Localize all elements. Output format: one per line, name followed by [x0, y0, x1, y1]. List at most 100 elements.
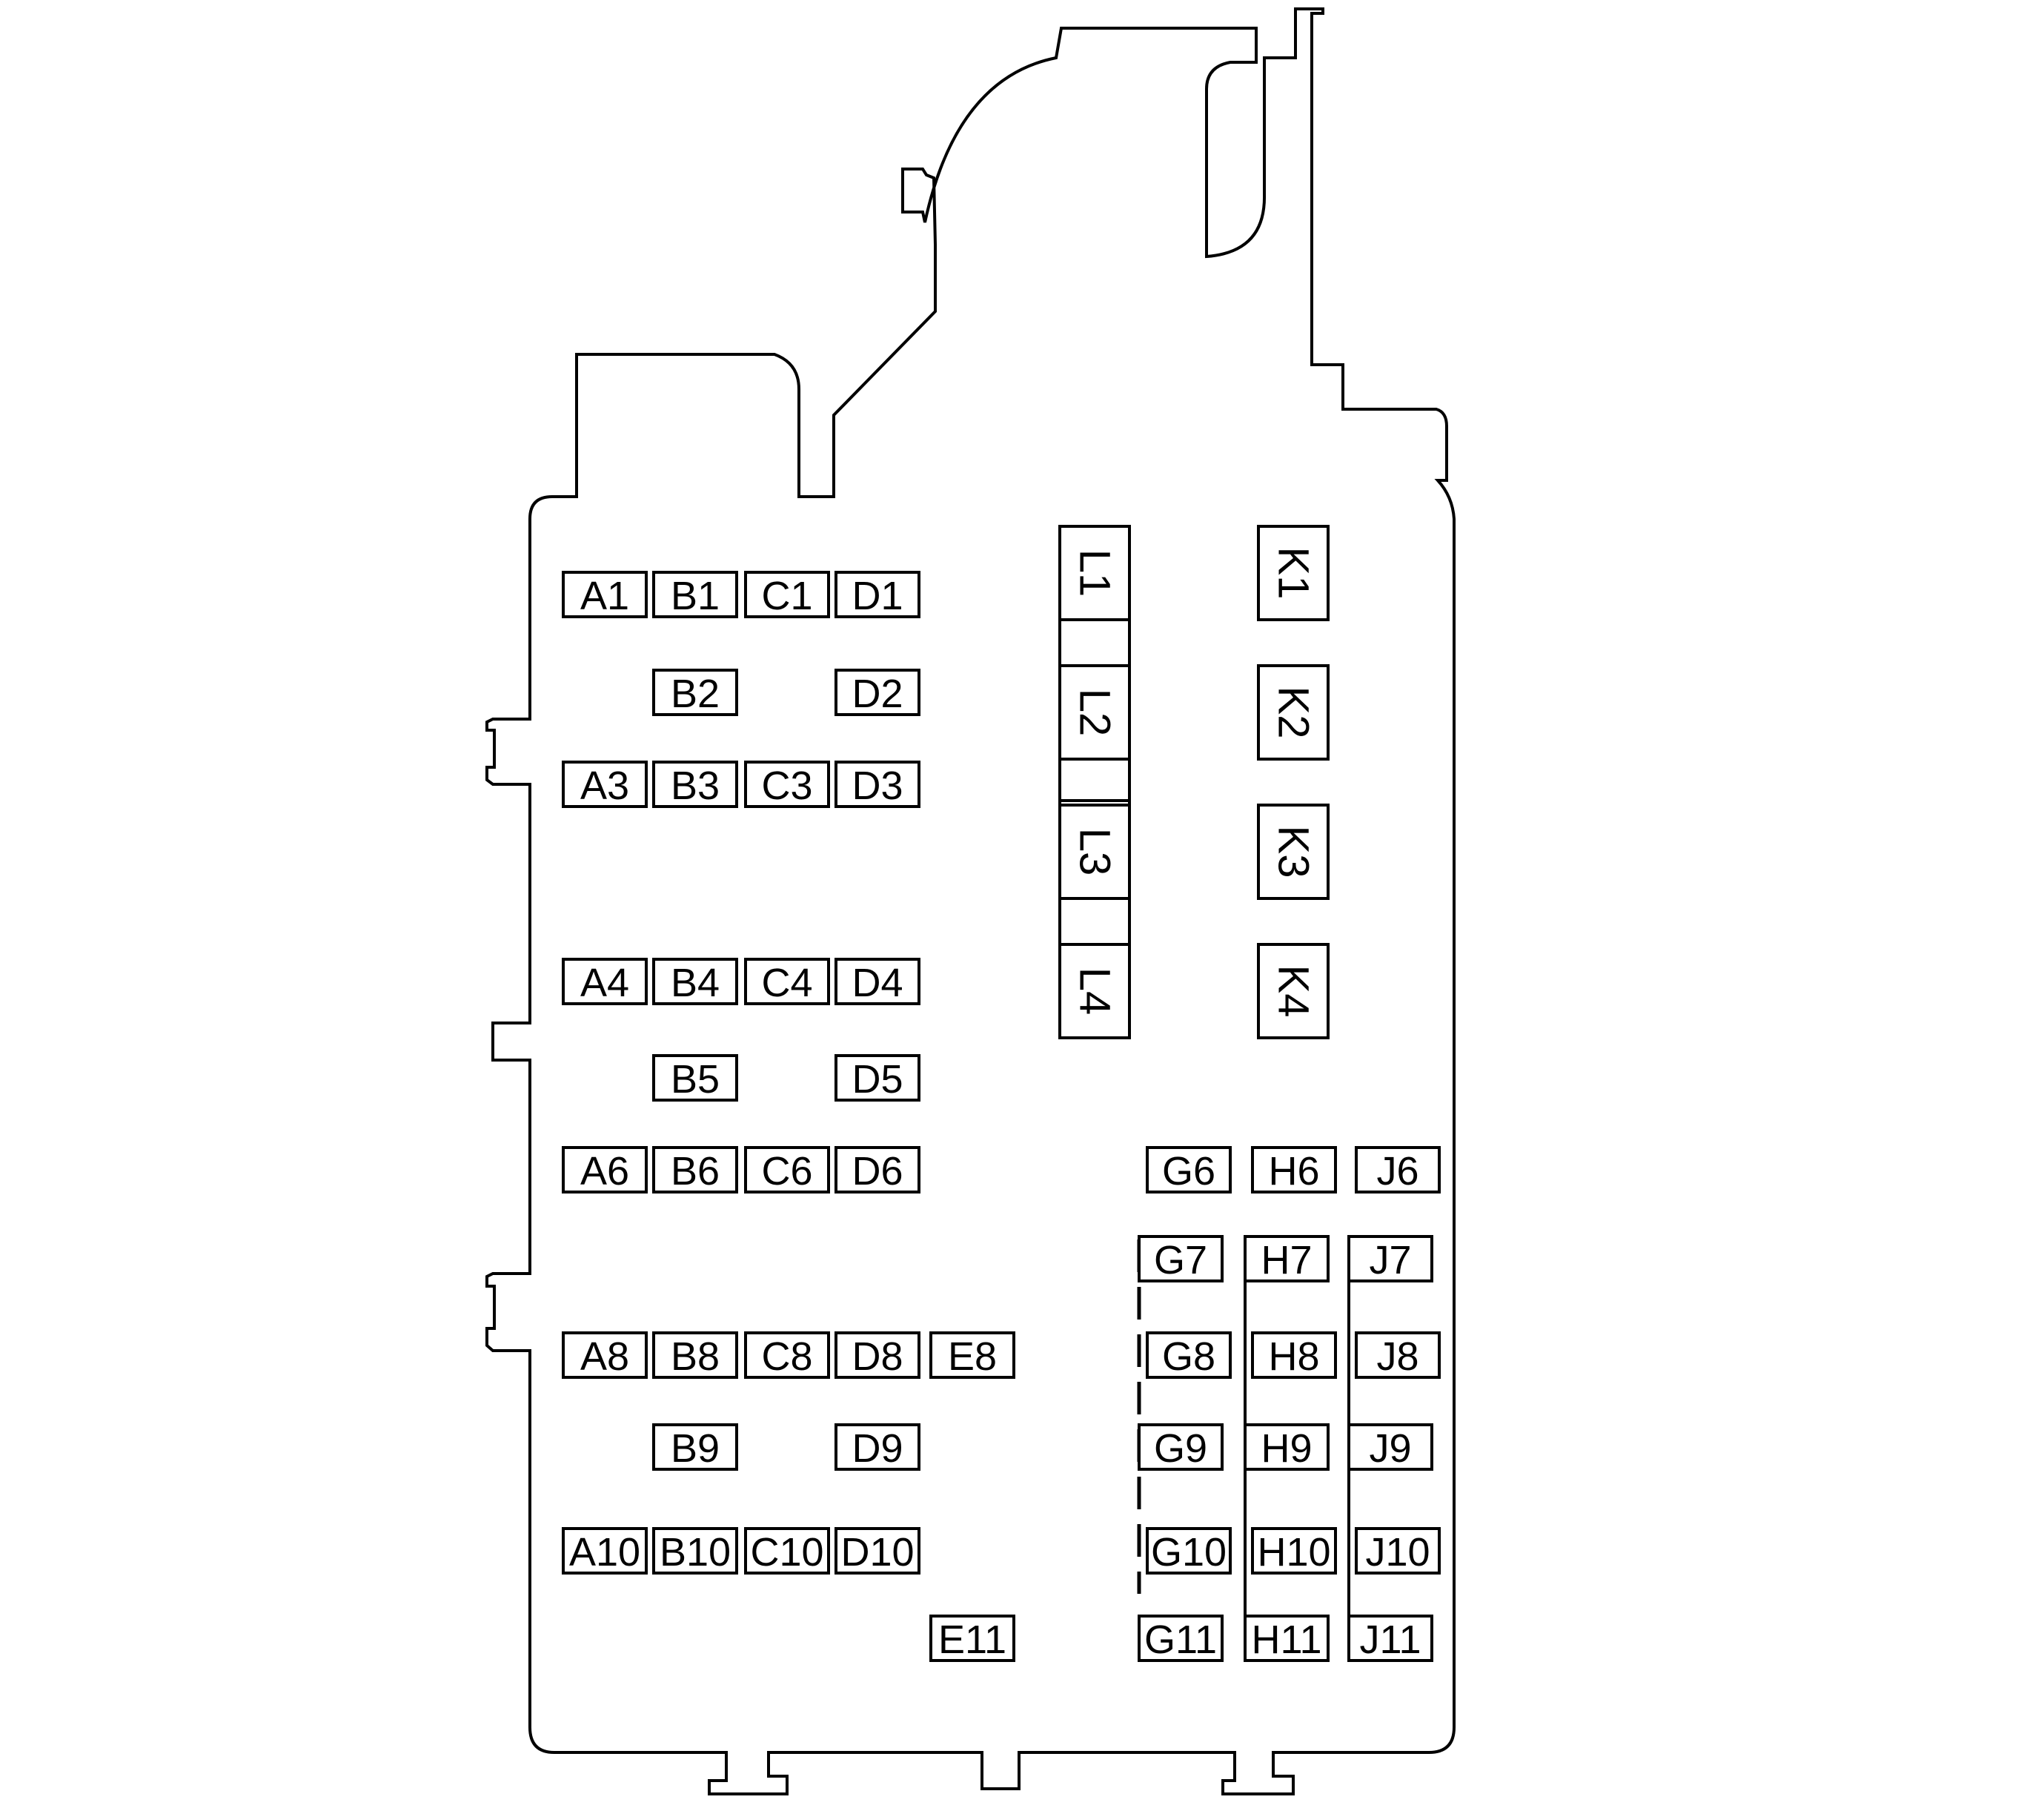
fuse-label: C6	[761, 1149, 812, 1193]
fuse-B8: B8	[652, 1331, 738, 1379]
fuse-B2: B2	[652, 669, 738, 716]
fuse-label: C4	[761, 961, 812, 1005]
fuse-J6: J6	[1355, 1146, 1441, 1193]
fuse-label: H11	[1251, 1618, 1321, 1662]
fuse-label: A8	[580, 1334, 629, 1379]
fuse-label: A1	[580, 574, 629, 618]
fuse-label: D9	[852, 1426, 903, 1471]
fuse-A3: A3	[562, 761, 648, 808]
fuse-C8: C8	[744, 1331, 830, 1379]
fuse-label: J11	[1359, 1618, 1421, 1662]
fuse-label: D2	[852, 672, 903, 716]
fuse-label: B2	[671, 672, 720, 716]
fuse-H7: H7	[1244, 1235, 1330, 1282]
fuse-B4: B4	[652, 958, 738, 1005]
fuse-B6: B6	[652, 1146, 738, 1193]
fuse-label: B10	[660, 1530, 731, 1575]
fuse-label: H6	[1268, 1149, 1319, 1193]
fuse-label: B8	[671, 1334, 720, 1379]
fuse-B10: B10	[652, 1527, 738, 1575]
relay-L1: L1	[1058, 525, 1131, 621]
fuse-D1: D1	[834, 571, 920, 618]
fuse-G6: G6	[1146, 1146, 1232, 1193]
fuse-label: B1	[671, 574, 720, 618]
fuse-J11: J11	[1347, 1615, 1433, 1662]
fuse-label: G8	[1162, 1334, 1215, 1379]
fuse-D4: D4	[834, 958, 920, 1005]
relay-label: L4	[1071, 967, 1119, 1016]
relay-L3: L3	[1058, 804, 1131, 900]
fuse-C10: C10	[744, 1527, 830, 1575]
fuse-J8: J8	[1355, 1331, 1441, 1379]
fuse-D5: D5	[834, 1054, 920, 1102]
relay-L2: L2	[1058, 664, 1131, 761]
fuse-label: D8	[852, 1334, 903, 1379]
fuse-label: D5	[852, 1057, 903, 1102]
fuse-A6: A6	[562, 1146, 648, 1193]
fuse-H8: H8	[1251, 1331, 1337, 1379]
fuse-label: J6	[1376, 1149, 1418, 1193]
relay-label: K1	[1270, 547, 1318, 600]
fuse-label: B3	[671, 764, 720, 808]
fuse-label: G6	[1162, 1149, 1215, 1193]
fuse-label: D6	[852, 1149, 903, 1193]
fuse-label: B4	[671, 961, 720, 1005]
fuse-C6: C6	[744, 1146, 830, 1193]
fuse-label: A4	[580, 961, 629, 1005]
relay-K4: K4	[1257, 943, 1330, 1039]
fuse-A4: A4	[562, 958, 648, 1005]
fuse-label: A6	[580, 1149, 629, 1193]
fuse-label: A10	[569, 1530, 640, 1575]
fuse-label: H8	[1268, 1334, 1319, 1379]
fuse-label: B6	[671, 1149, 720, 1193]
fuse-label: C3	[761, 764, 812, 808]
fuse-label: G11	[1144, 1618, 1217, 1662]
fuse-label: C10	[750, 1530, 823, 1575]
fuse-A1: A1	[562, 571, 648, 618]
fuse-label: C1	[761, 574, 812, 618]
fuse-label: D3	[852, 764, 903, 808]
fuse-label: D1	[852, 574, 903, 618]
fuse-B5: B5	[652, 1054, 738, 1102]
fuse-G9: G9	[1138, 1423, 1224, 1471]
fuse-C3: C3	[744, 761, 830, 808]
fuse-label: H10	[1257, 1530, 1330, 1575]
fuse-H10: H10	[1251, 1527, 1337, 1575]
fuse-D6: D6	[834, 1146, 920, 1193]
fuse-B3: B3	[652, 761, 738, 808]
fuse-E8: E8	[929, 1331, 1015, 1379]
fuse-J7: J7	[1347, 1235, 1433, 1282]
fuse-G8: G8	[1146, 1331, 1232, 1379]
fuse-H6: H6	[1251, 1146, 1337, 1193]
fuse-H11: H11	[1244, 1615, 1330, 1662]
fuse-J9: J9	[1347, 1423, 1433, 1471]
fuse-label: J8	[1376, 1334, 1418, 1379]
fuse-label: C8	[761, 1334, 812, 1379]
fuse-label: J7	[1369, 1238, 1411, 1282]
fuse-G10: G10	[1146, 1527, 1232, 1575]
fuse-G11: G11	[1138, 1615, 1224, 1662]
fuse-label: J10	[1365, 1530, 1430, 1575]
relay-label: L1	[1071, 549, 1119, 597]
fuse-C4: C4	[744, 958, 830, 1005]
fuse-label: B9	[671, 1426, 720, 1471]
fuse-label: A3	[580, 764, 629, 808]
fuse-label: B5	[671, 1057, 720, 1102]
fuse-label: E8	[948, 1334, 997, 1379]
fuse-D8: D8	[834, 1331, 920, 1379]
fuse-D2: D2	[834, 669, 920, 716]
fuse-H9: H9	[1244, 1423, 1330, 1471]
relay-label: L3	[1071, 828, 1119, 876]
fuse-E11: E11	[929, 1615, 1015, 1662]
relay-label: K4	[1270, 965, 1318, 1018]
fuse-block-housing	[485, 7, 1456, 1795]
fuse-B9: B9	[652, 1423, 738, 1471]
fuse-A10: A10	[562, 1527, 648, 1575]
fuse-G7: G7	[1138, 1235, 1224, 1282]
fuse-D3: D3	[834, 761, 920, 808]
relay-K2: K2	[1257, 664, 1330, 761]
fuse-label: H9	[1261, 1426, 1312, 1471]
fuse-label: H7	[1261, 1238, 1312, 1282]
fuse-J10: J10	[1355, 1527, 1441, 1575]
